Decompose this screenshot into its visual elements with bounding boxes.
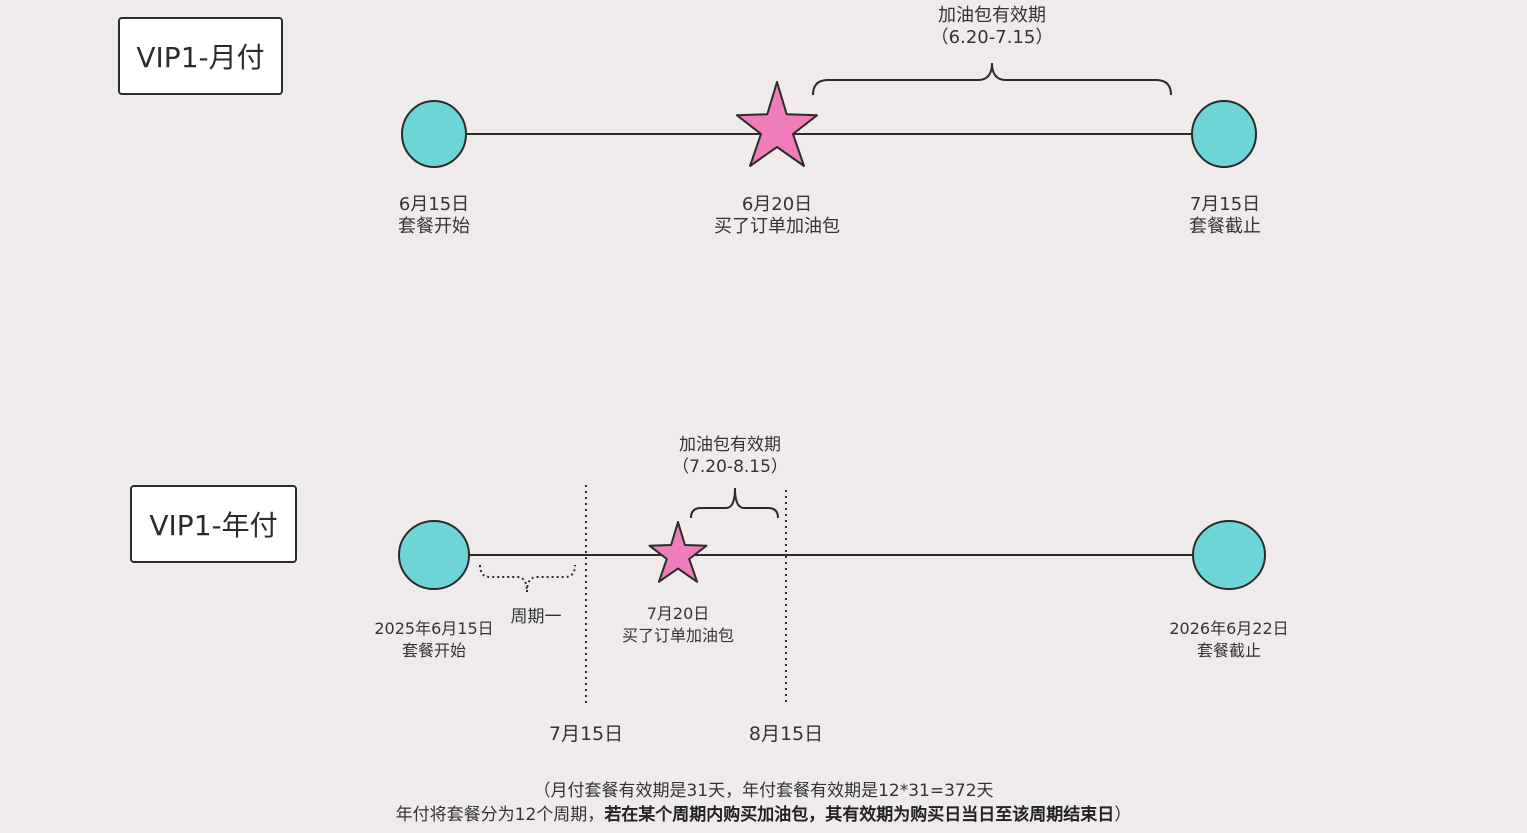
period-marker-label-1: 7月15日 — [548, 723, 624, 745]
note-emphasis: 若在某个周期内购买加油包，其有效期为购买日当日至该周期结束日 — [604, 805, 1115, 825]
monthly-validity-brace — [812, 62, 1172, 96]
monthly-title-box: VIP1-月付 — [118, 17, 283, 95]
monthly-title: VIP1-月付 — [136, 41, 265, 74]
monthly-validity-title: 加油包有效期 — [938, 5, 1046, 26]
yearly-purchase-star — [648, 521, 708, 583]
period-marker-label-2: 8月15日 — [748, 723, 824, 745]
monthly-validity-label: 加油包有效期 （6.20-7.15） — [931, 5, 1054, 49]
period-one-brace — [479, 564, 576, 593]
monthly-start-circle — [401, 100, 467, 168]
monthly-start-desc: 套餐开始 — [398, 216, 470, 237]
yearly-validity-brace — [690, 487, 779, 519]
monthly-purchase-date: 6月20日 — [741, 194, 813, 215]
yearly-validity-range: （7.20-8.15） — [672, 457, 788, 477]
monthly-end-circle — [1191, 100, 1257, 168]
yearly-end-circle — [1192, 520, 1266, 590]
monthly-end-label: 7月15日 套餐截止 — [1189, 194, 1261, 238]
monthly-purchase-label: 6月20日 买了订单加油包 — [714, 194, 840, 238]
monthly-start-date: 6月15日 — [398, 194, 470, 215]
yearly-end-label: 2026年6月22日 套餐截止 — [1169, 618, 1288, 662]
yearly-purchase-label: 7月20日 买了订单加油包 — [622, 603, 734, 647]
yearly-end-desc: 套餐截止 — [1196, 641, 1262, 660]
period-one-label: 周期一 — [510, 607, 562, 627]
yearly-title-box: VIP1-年付 — [130, 485, 297, 563]
yearly-purchase-date: 7月20日 — [646, 604, 710, 623]
yearly-start-date: 2025年6月15日 — [374, 619, 494, 638]
yearly-purchase-desc: 买了订单加油包 — [621, 626, 735, 645]
yearly-start-label: 2025年6月15日 套餐开始 — [374, 618, 493, 662]
yearly-end-date: 2026年6月22日 — [1169, 619, 1289, 638]
monthly-end-date: 7月15日 — [1189, 194, 1261, 215]
yearly-start-desc: 套餐开始 — [401, 641, 467, 660]
yearly-title: VIP1-年付 — [149, 509, 278, 542]
monthly-validity-range: （6.20-7.15） — [930, 27, 1054, 48]
note-line-2: 年付将套餐分为12个周期，若在某个周期内购买加油包，其有效期为购买日当日至该周期… — [395, 805, 1132, 825]
note-line-1: （月付套餐有效期是31天，年付套餐有效期是12*31=372天 — [533, 781, 994, 801]
monthly-purchase-desc: 买了订单加油包 — [714, 216, 840, 237]
yearly-validity-label: 加油包有效期 （7.20-8.15） — [672, 434, 788, 478]
monthly-end-desc: 套餐截止 — [1189, 216, 1261, 237]
monthly-start-label: 6月15日 套餐开始 — [398, 194, 470, 238]
yearly-validity-title: 加油包有效期 — [679, 435, 781, 455]
yearly-start-circle — [398, 520, 470, 590]
monthly-purchase-star — [736, 81, 818, 167]
